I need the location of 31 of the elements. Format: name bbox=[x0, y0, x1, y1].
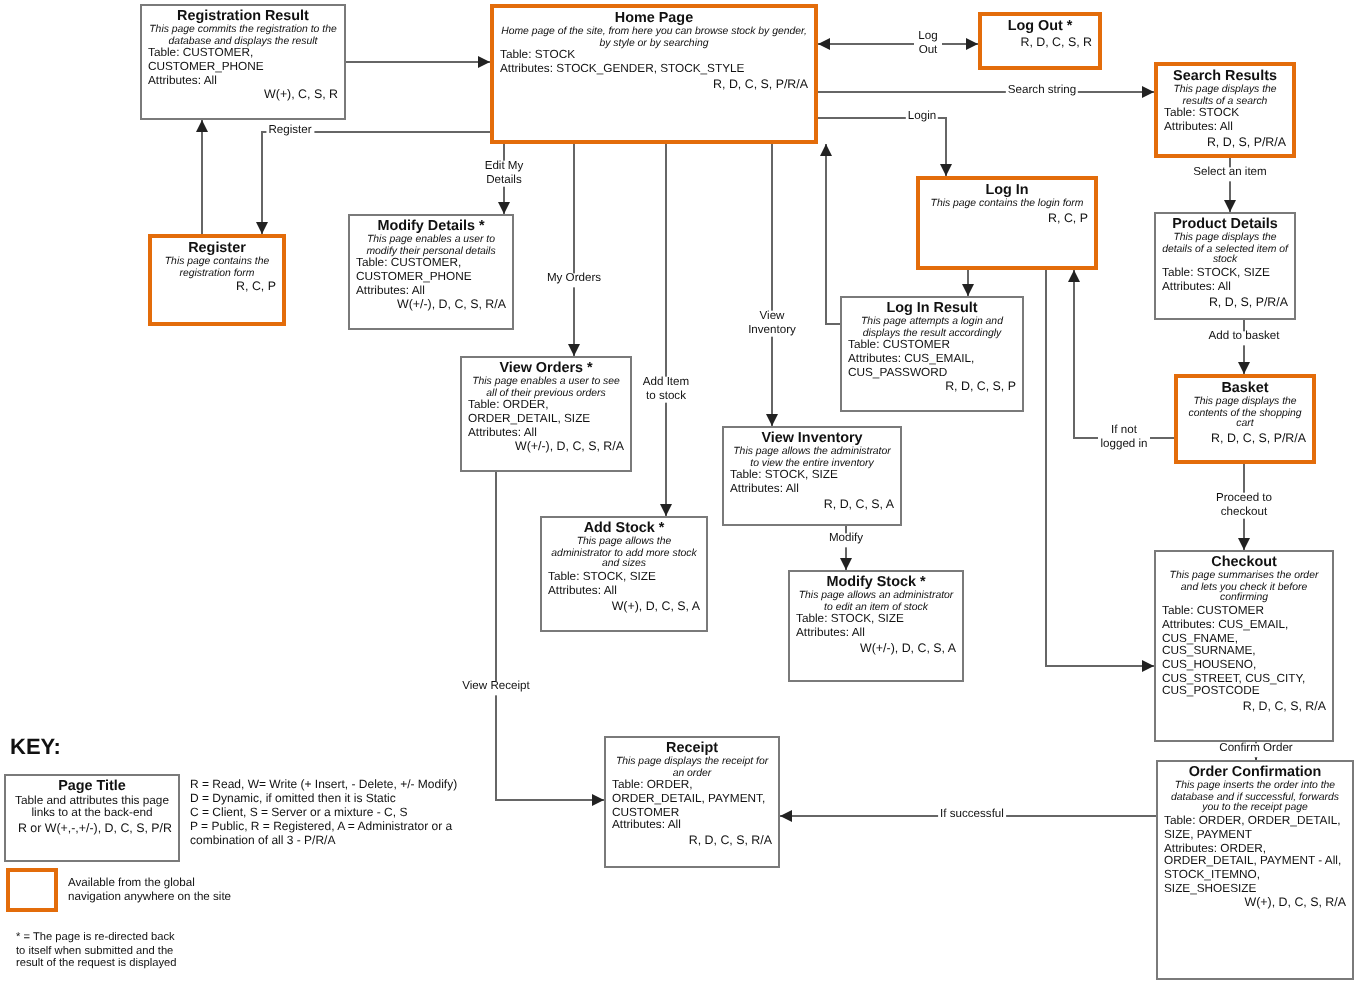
page-box bbox=[4, 774, 180, 862]
key-heading: KEY: bbox=[10, 736, 63, 763]
page-box bbox=[788, 570, 964, 682]
page-box bbox=[978, 12, 1102, 70]
arrow bbox=[1045, 269, 1155, 672]
page-box bbox=[722, 426, 902, 526]
arrow bbox=[196, 119, 208, 235]
arrow bbox=[256, 131, 491, 235]
page-box bbox=[1154, 550, 1334, 742]
page-box bbox=[1156, 760, 1354, 980]
page-box bbox=[604, 736, 780, 868]
arrow bbox=[345, 56, 491, 68]
page-box bbox=[540, 516, 708, 632]
page-box bbox=[490, 4, 818, 144]
arrow bbox=[568, 143, 580, 357]
page-box bbox=[348, 214, 514, 330]
page-box bbox=[460, 356, 632, 472]
page-box bbox=[1154, 212, 1296, 320]
arrow bbox=[766, 143, 778, 427]
page-box bbox=[1154, 62, 1296, 158]
page-box bbox=[916, 176, 1098, 270]
arrow bbox=[820, 143, 841, 325]
arrow bbox=[962, 269, 974, 297]
page-box bbox=[140, 4, 346, 120]
page-box bbox=[840, 296, 1024, 412]
arrow bbox=[817, 38, 979, 50]
page-box bbox=[148, 234, 286, 326]
arrow bbox=[495, 471, 605, 806]
page-box bbox=[1174, 374, 1316, 464]
arrow bbox=[817, 117, 952, 177]
arrow bbox=[660, 143, 672, 517]
